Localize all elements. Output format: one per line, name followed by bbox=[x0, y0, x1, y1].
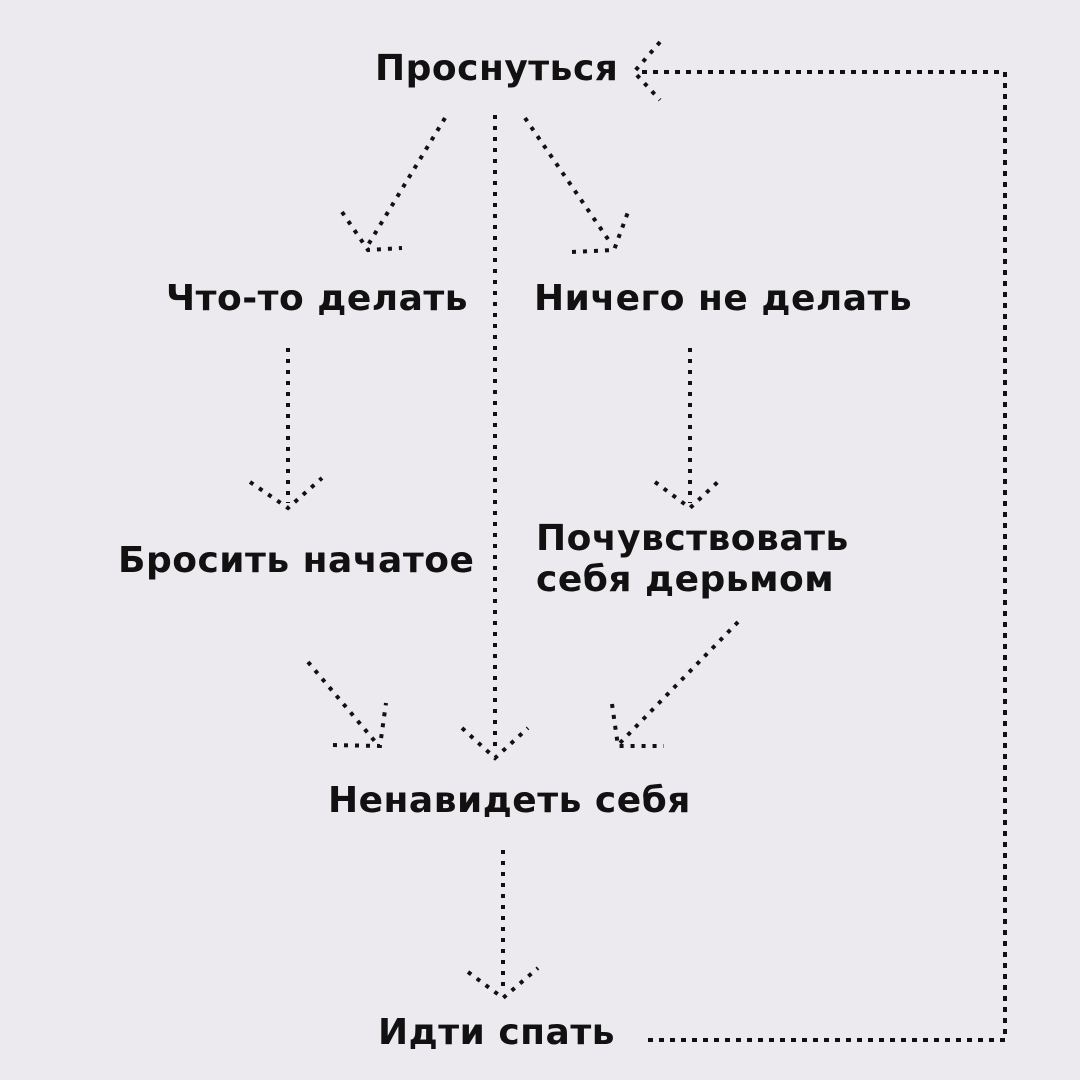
node-feel-like-shit: Почувствовать себя дерьмом bbox=[536, 518, 849, 601]
arrow-wake-to-hate-yourself bbox=[460, 115, 530, 761]
node-wake-up: Проснуться bbox=[375, 48, 619, 89]
arrow-do-nothing-to-feel bbox=[653, 348, 724, 511]
node-go-to-sleep: Идти спать bbox=[378, 1012, 615, 1053]
arrow-feel-to-hate-yourself bbox=[610, 620, 740, 748]
arrow-hate-to-sleep bbox=[466, 850, 540, 1001]
node-feel-like-shit-line1: Почувствовать bbox=[536, 518, 849, 559]
node-hate-yourself: Ненавидеть себя bbox=[328, 780, 691, 821]
node-do-something: Что-то делать bbox=[166, 278, 469, 319]
arrow-loop-back-to-wake bbox=[631, 40, 1007, 1042]
arrow-wake-to-do-something bbox=[340, 116, 447, 253]
node-do-nothing: Ничего не делать bbox=[534, 278, 913, 319]
node-quit-started: Бросить начатое bbox=[118, 540, 475, 581]
arrow-quit-to-hate-yourself bbox=[306, 660, 388, 749]
node-feel-like-shit-line2: себя дерьмом bbox=[536, 559, 835, 601]
arrow-do-something-to-quit bbox=[248, 348, 324, 511]
arrow-wake-to-do-nothing bbox=[523, 116, 630, 254]
